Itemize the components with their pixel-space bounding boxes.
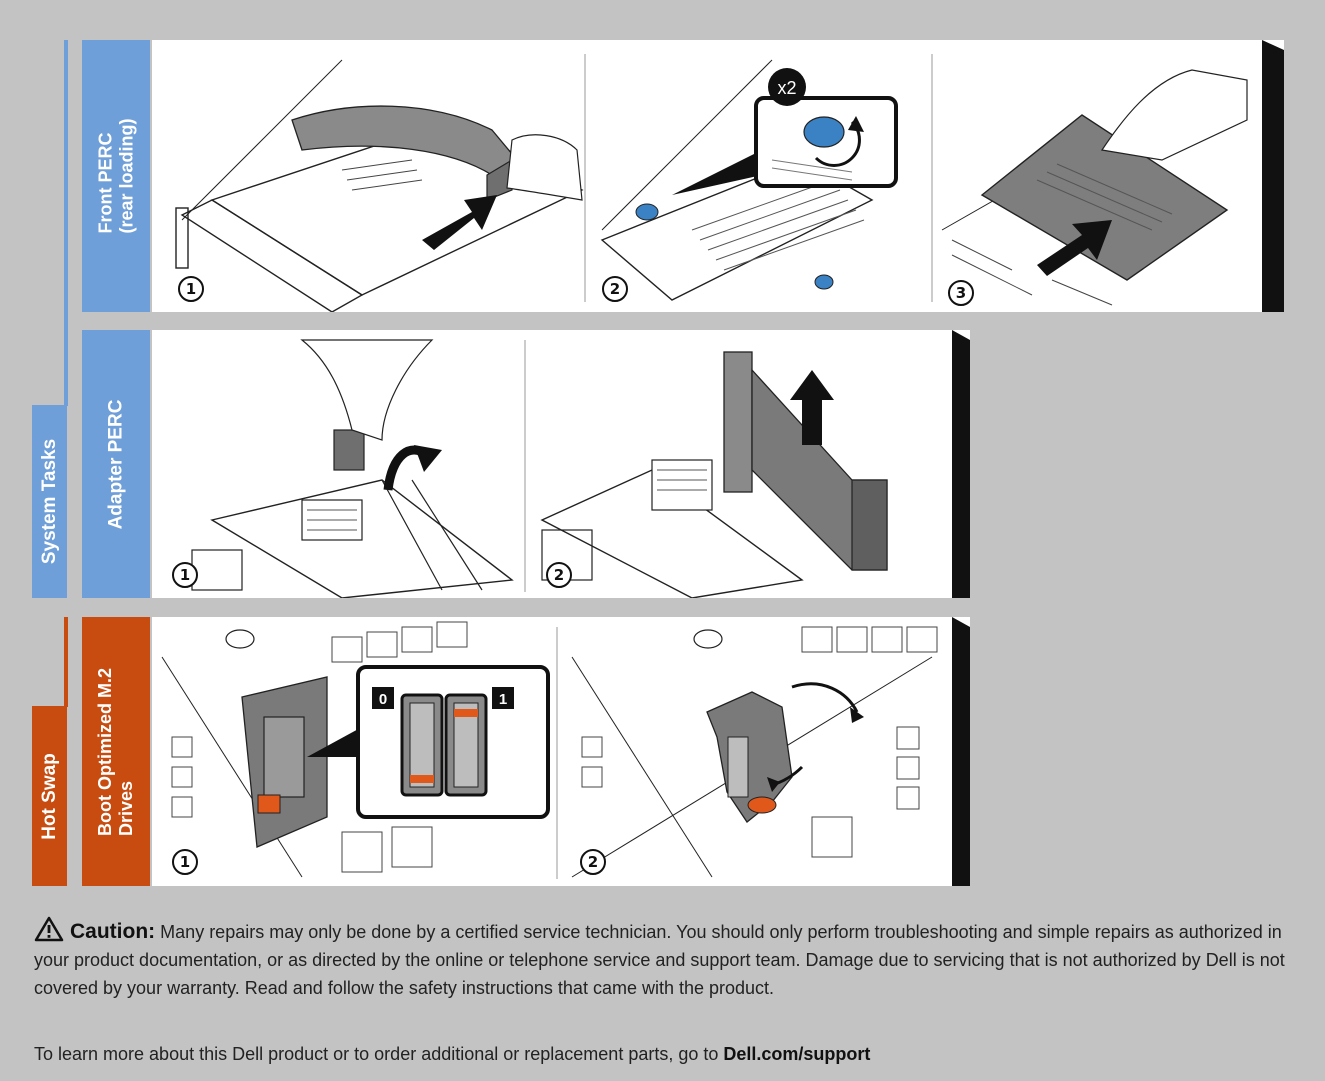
callout-x2: x2	[777, 78, 796, 98]
front-perc-step-1: 1	[178, 276, 204, 302]
caution-lead: Caution:	[70, 920, 155, 943]
front-perc-step-3: 3	[948, 280, 974, 306]
adapter-perc-step-1: 1	[172, 562, 198, 588]
adapter-perc-panel: 1 2	[152, 330, 970, 598]
support-link[interactable]: Dell.com/support	[723, 1044, 870, 1064]
system-tasks-bar: System Tasks	[32, 405, 67, 598]
row-label-boss-text: Boot Optimized M.2 Drives	[95, 668, 137, 836]
caution-text: Many repairs may only be done by a certi…	[34, 922, 1285, 998]
adapter-perc-step-2: 2	[546, 562, 572, 588]
learn-more-text: To learn more about this Dell product or…	[34, 1044, 718, 1064]
hot-swap-bar: Hot Swap	[32, 706, 67, 886]
caution-notice: Caution: Many repairs may only be done b…	[34, 916, 1316, 1002]
front-perc-step-2: 2	[602, 276, 628, 302]
hot-swap-bracket	[64, 617, 68, 707]
adapter-perc-illustration	[152, 330, 970, 598]
learn-more: To learn more about this Dell product or…	[34, 1040, 870, 1068]
hot-swap-label: Hot Swap	[39, 753, 60, 840]
row-label-front-perc: Front PERC (rear loading)	[82, 40, 150, 312]
front-perc-panel: x2 1 2 3	[152, 40, 1284, 312]
switch-label-0: 0	[379, 691, 387, 708]
row-label-boss: Boot Optimized M.2 Drives	[82, 617, 150, 886]
warning-triangle-icon	[34, 916, 64, 942]
boss-panel: 0 1 1 2	[152, 617, 970, 886]
system-tasks-label: System Tasks	[39, 439, 60, 564]
boss-step-2: 2	[580, 849, 606, 875]
row-label-front-perc-text: Front PERC (rear loading)	[95, 118, 137, 233]
row-label-adapter-perc: Adapter PERC	[82, 330, 150, 598]
switch-label-1: 1	[499, 691, 507, 708]
system-tasks-bracket	[64, 40, 68, 406]
row-label-adapter-perc-text: Adapter PERC	[106, 399, 127, 529]
boss-step-1: 1	[172, 849, 198, 875]
boss-illustration: 0 1	[152, 617, 970, 886]
front-perc-illustration: x2	[152, 40, 1284, 312]
